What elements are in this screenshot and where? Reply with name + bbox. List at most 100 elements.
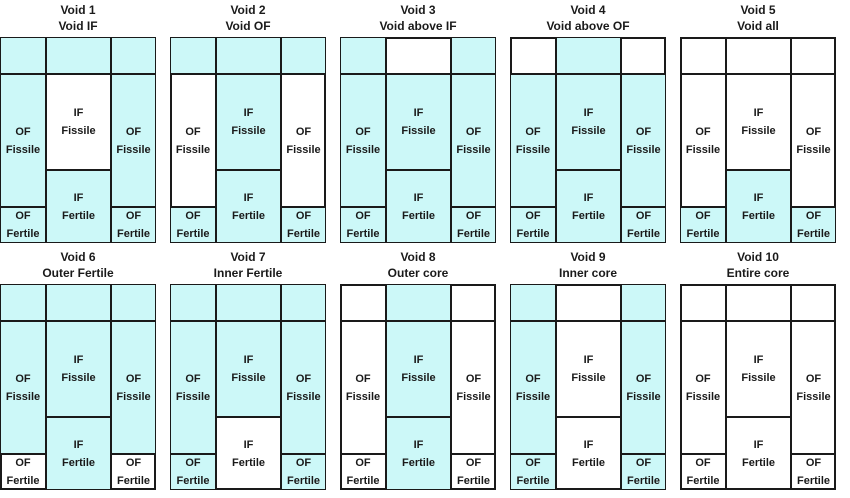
region-label: Fissile xyxy=(401,372,436,384)
of-above-right-region xyxy=(111,37,156,74)
panel-subtitle: Void all xyxy=(737,19,779,33)
if-above-region xyxy=(46,284,111,321)
region-label: OF xyxy=(125,372,142,385)
if-above-region xyxy=(46,37,111,74)
region-label: OF xyxy=(805,372,822,385)
panel-subtitle: Void OF xyxy=(225,19,271,33)
panel-title: Void 10 xyxy=(737,250,779,264)
region-label: Fissile xyxy=(5,390,41,403)
region-label: OF xyxy=(15,457,31,469)
of-above-right-region xyxy=(621,284,666,321)
region-label: IF xyxy=(583,107,594,119)
region-label: Fissile xyxy=(345,143,381,156)
panel-title: Void 7 xyxy=(230,250,266,264)
region-label: OF xyxy=(525,210,541,222)
region-label: Fertile xyxy=(61,456,95,469)
if-fissile-region: IF Fissile xyxy=(386,321,451,417)
region-label: Fertile xyxy=(626,228,660,240)
region-label: IF xyxy=(753,438,764,451)
region-label: Fertile xyxy=(176,228,210,240)
panel-subtitle: Inner Fertile xyxy=(213,266,283,280)
region-label: OF xyxy=(695,210,711,222)
of-fertile-left-region: OF Fertile xyxy=(0,454,46,490)
region-label: Fissile xyxy=(741,372,776,384)
region-label: OF xyxy=(295,372,312,385)
region-label: Fissile xyxy=(685,390,721,403)
panel-subtitle: Void IF xyxy=(58,19,98,33)
if-above-region xyxy=(386,284,451,321)
if-fissile-region: IF Fissile xyxy=(216,74,281,170)
region-label: Fertile xyxy=(516,228,550,240)
region-label: IF xyxy=(583,354,594,366)
of-above-right-region xyxy=(791,37,836,74)
if-above-region xyxy=(556,37,621,74)
region-label: IF xyxy=(413,354,424,366)
region-label: IF xyxy=(243,354,254,366)
region-label: Fissile xyxy=(456,390,491,403)
region-label: Fertile xyxy=(6,228,40,240)
if-above-region xyxy=(216,284,281,321)
panel-subtitle: Void above OF xyxy=(546,19,630,33)
region-label: IF xyxy=(243,107,254,119)
region-label: Fissile xyxy=(231,125,266,137)
of-above-left-region xyxy=(340,37,386,74)
region-label: Fertile xyxy=(286,228,320,240)
region-label: Fissile xyxy=(515,143,551,156)
region-label: OF xyxy=(295,125,312,138)
of-above-left-region xyxy=(340,284,386,321)
region-label: Fertile xyxy=(346,475,380,487)
region-label: Fissile xyxy=(401,125,436,137)
panel-title: Void 4 xyxy=(570,3,606,17)
region-label: Fertile xyxy=(686,228,720,240)
region-label: Fertile xyxy=(401,209,435,222)
region-label: OF xyxy=(185,125,201,138)
region-label: OF xyxy=(125,457,142,469)
region-label: Fertile xyxy=(116,475,150,487)
region-label: OF xyxy=(635,372,652,385)
region-label: OF xyxy=(635,125,652,138)
region-label: IF xyxy=(73,438,84,451)
region-label: Fertile xyxy=(571,209,605,222)
region-label: IF xyxy=(583,438,594,451)
panel-title: Void 8 xyxy=(400,250,436,264)
region-label: OF xyxy=(15,125,31,138)
region-label: Fertile xyxy=(686,475,720,487)
panel-subtitle: Outer core xyxy=(387,266,449,280)
region-label: Fertile xyxy=(6,475,40,487)
region-label: OF xyxy=(805,457,822,469)
of-above-left-region xyxy=(510,37,556,74)
panel-title: Void 3 xyxy=(400,3,436,17)
